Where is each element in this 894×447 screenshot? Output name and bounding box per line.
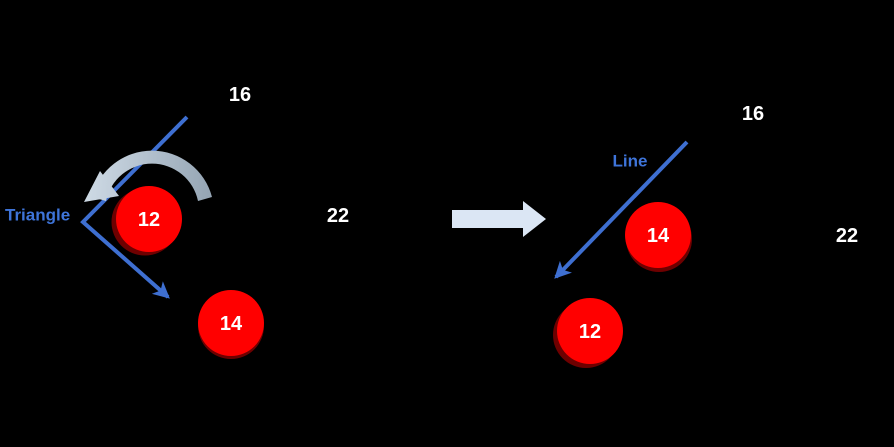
node-circle-12-left <box>116 186 182 252</box>
left-figure: 12 14 16 22 Triangle <box>5 84 349 359</box>
right-figure: 14 12 16 22 Line <box>553 103 858 368</box>
line-label: Line <box>613 152 648 171</box>
node-value: 14 <box>220 313 243 335</box>
node-value: 12 <box>579 321 601 343</box>
node-circle-14-left <box>198 290 264 356</box>
rotate-arrow-head-icon <box>84 171 119 202</box>
line-draw-path <box>554 140 689 279</box>
value-22-right: 22 <box>836 225 858 247</box>
node-value: 12 <box>138 209 160 231</box>
node-circle-12-right <box>557 298 623 364</box>
node-value: 14 <box>647 225 670 247</box>
transform-arrow-icon <box>452 201 546 237</box>
node-circle-14-right <box>625 202 691 268</box>
triangle-label: Triangle <box>5 206 70 225</box>
rotate-arrow-icon <box>92 150 212 201</box>
value-22-left: 22 <box>327 205 349 227</box>
value-16-left: 16 <box>229 84 251 106</box>
value-16-right: 16 <box>742 103 764 125</box>
